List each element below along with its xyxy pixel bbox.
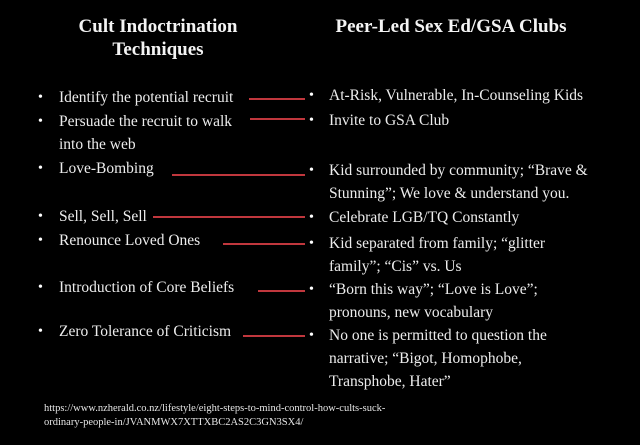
connector-line <box>243 335 305 337</box>
left-item-sell: Sell, Sell, Sell <box>59 208 147 225</box>
bullet-icon: • <box>38 161 43 176</box>
left-item-identify: Identify the potential recruit <box>59 89 234 106</box>
left-item-core-beliefs: Introduction of Core Beliefs <box>59 279 235 296</box>
bullet-icon: • <box>309 282 314 297</box>
bullet-icon: • <box>309 113 314 128</box>
bullet-icon: • <box>309 328 314 343</box>
right-item-no-question: No one is permitted to question the narr… <box>329 327 547 390</box>
left-item-love-bombing: Love-Bombing <box>59 160 154 177</box>
bullet-icon: • <box>38 114 43 129</box>
connector-line <box>172 174 305 176</box>
left-title-line2: Techniques <box>112 39 204 60</box>
connector-line <box>250 118 305 120</box>
bullet-icon: • <box>38 324 43 339</box>
right-item-invite: Invite to GSA Club <box>329 112 450 129</box>
right-item-at-risk: At-Risk, Vulnerable, In-Counseling Kids <box>329 87 584 104</box>
bullet-icon: • <box>309 236 314 251</box>
left-item-persuade: Persuade the recruit to walk into the we… <box>59 113 233 153</box>
source-url[interactable]: https://www.nzherald.co.nz/lifestyle/eig… <box>44 403 386 428</box>
right-item-community: Kid surrounded by community; “Brave & St… <box>329 162 588 202</box>
bullet-icon: • <box>38 280 43 295</box>
bullet-icon: • <box>309 210 314 225</box>
left-item-renounce: Renounce Loved Ones <box>59 232 201 249</box>
bullet-icon: • <box>38 209 43 224</box>
bullet-icon: • <box>309 88 314 103</box>
bullet-icon: • <box>38 233 43 248</box>
left-title-line1: Cult Indoctrination <box>78 16 238 37</box>
bullet-icon: • <box>309 163 314 178</box>
right-item-separated: Kid separated from family; “glitter fami… <box>329 235 546 275</box>
right-item-celebrate: Celebrate LGB/TQ Constantly <box>329 209 520 226</box>
bullet-icon: • <box>38 90 43 105</box>
connector-line <box>249 98 305 100</box>
left-column-title: Cult Indoctrination Techniques <box>40 15 276 61</box>
right-item-born-this-way: “Born this way”; “Love is Love”; pronoun… <box>329 281 538 321</box>
right-column-title: Peer-Led Sex Ed/GSA Clubs <box>335 16 567 37</box>
connector-line <box>153 216 305 218</box>
connector-line <box>223 243 305 245</box>
left-item-zero-tolerance: Zero Tolerance of Criticism <box>59 323 232 340</box>
connector-line <box>258 290 305 292</box>
